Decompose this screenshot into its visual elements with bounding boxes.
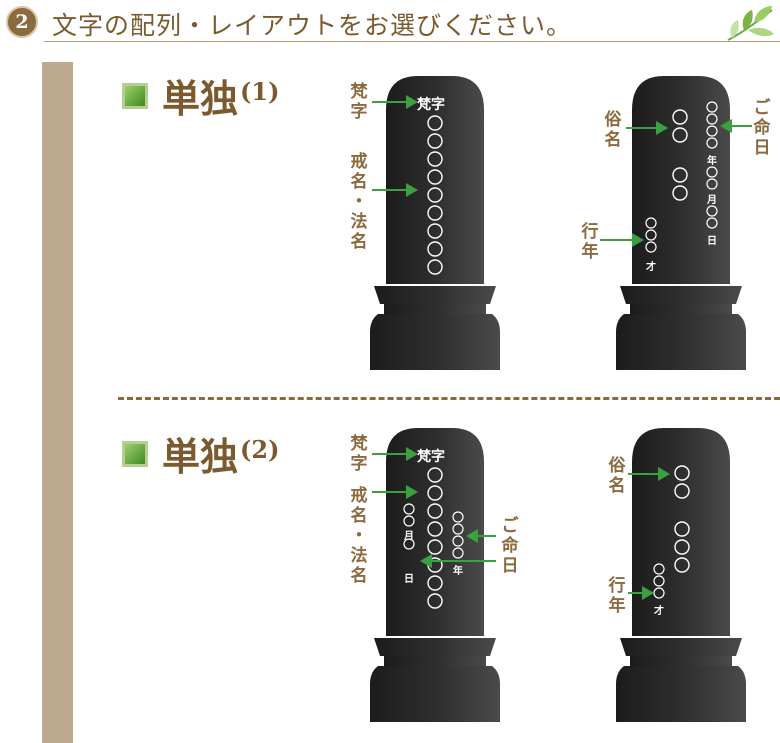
arrow-right-icon [600, 233, 644, 247]
label-meinichi: ご命日 [501, 516, 519, 576]
arrow-right-icon [372, 183, 418, 197]
label-bonji: 梵字 [350, 434, 368, 474]
stone-age-char: 才 [646, 262, 656, 273]
label-gyonen: 行年 [608, 576, 626, 616]
arrow-right-icon [372, 447, 418, 461]
label-zokumyo: 俗名 [608, 456, 626, 496]
left-side-bar [42, 62, 73, 743]
gravestone-shape [370, 428, 500, 722]
arrow-right-icon [628, 586, 654, 600]
section-subtitle: (1) [240, 77, 280, 106]
stone-age-char: 才 [654, 606, 664, 617]
green-square-bullet-icon [122, 82, 148, 109]
header-underline [44, 41, 780, 42]
stone-day-char: 日 [404, 574, 414, 585]
label-bonji: 梵字 [350, 82, 368, 122]
gravestone-front-layout-2: 梵字 月 日 年 [368, 426, 502, 722]
section-label-single-2: 単独 (2) [122, 426, 279, 481]
gravestone-shape [370, 76, 500, 370]
arrow-right-icon [372, 95, 418, 109]
section-subtitle: (2) [240, 435, 280, 464]
label-meinichi: ご命日 [753, 98, 771, 158]
arrow-right-icon [628, 467, 670, 481]
label-kaimyo: 戒名・法名 [350, 486, 368, 586]
stone-day-char: 日 [707, 236, 717, 247]
page-title: 文字の配列・レイアウトをお選びください。 [52, 11, 573, 40]
gyonen-placeholder-circles [645, 217, 657, 253]
gyonen-placeholder-circles [653, 563, 665, 599]
gravestone-back-layout-2: 才 [614, 426, 748, 722]
death-date-right-circles [452, 511, 464, 559]
stone-year-char: 年 [453, 566, 463, 577]
section-title: 単独 [162, 434, 239, 479]
meinichi-placeholder-circles [706, 101, 718, 229]
green-square-bullet-icon [122, 440, 148, 467]
label-kaimyo: 戒名・法名 [350, 152, 368, 252]
step-number-badge: 2 [6, 6, 38, 38]
arrow-right-icon [372, 485, 418, 499]
death-date-left-circles [403, 503, 415, 550]
arrow-left-icon [720, 119, 752, 133]
stone-bonji-text: 梵字 [417, 97, 445, 113]
gravestone-shape [616, 428, 746, 722]
zokumyo-placeholder-circles [674, 465, 690, 573]
stone-year-char: 年 [707, 156, 717, 167]
kaimyo-placeholder-circles [427, 467, 443, 609]
label-zokumyo: 俗名 [604, 110, 622, 150]
label-gyonen: 行年 [581, 222, 599, 262]
zokumyo-placeholder-circles [672, 109, 688, 201]
stone-month-char: 月 [707, 195, 717, 206]
arrow-left-long-icon [420, 554, 496, 568]
page-header: 2 文字の配列・レイアウトをお選びください。 [0, 0, 780, 48]
leaf-icon [727, 6, 774, 41]
arrow-left-icon [466, 529, 496, 543]
stone-bonji-text: 梵字 [417, 449, 445, 465]
kaimyo-placeholder-circles [427, 115, 443, 275]
section-title: 単独 [162, 76, 239, 121]
section-divider [118, 397, 780, 400]
stone-month-char: 月 [404, 531, 414, 542]
gravestone-front-layout-1: 梵字 [368, 74, 502, 370]
section-label-single-1: 単独 (1) [122, 68, 279, 123]
arrow-right-icon [626, 121, 668, 135]
